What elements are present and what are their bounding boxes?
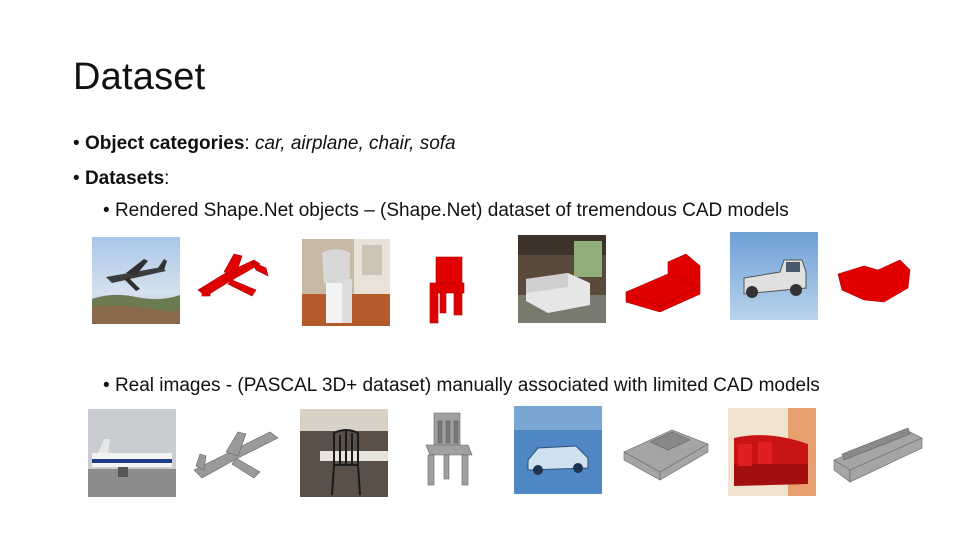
slide-title: Dataset [73, 56, 206, 98]
chair-photo [300, 409, 388, 497]
sofa-photo [728, 408, 816, 496]
bullet-marker: • [73, 168, 80, 189]
car-photo [730, 232, 818, 320]
sofa-voxel-gray [832, 424, 924, 486]
chair-voxel-red [426, 255, 468, 325]
sub-bullet-text: Rendered Shape.Net objects – (Shape.Net)… [114, 200, 789, 221]
bullet-label: Object categories [84, 133, 245, 154]
sofa-voxel-red [624, 252, 702, 312]
airplane-voxel-red [194, 250, 272, 300]
bullet-colon: : [244, 133, 250, 154]
bullet-colon: : [164, 168, 170, 189]
bullet-object-categories: • Object categories: car, airplane, chai… [73, 132, 456, 156]
chair-photo [302, 239, 390, 326]
airplane-photo [92, 237, 180, 324]
bullet-datasets: • Datasets: [73, 167, 169, 191]
sofa-photo [518, 235, 606, 323]
bullet-value: car, airplane, chair, sofa [254, 133, 456, 154]
car-voxel-red [834, 256, 912, 306]
sub-bullet-rendered: • Rendered Shape.Net objects – (Shape.Ne… [103, 199, 789, 223]
sub-bullet-text: Real images - (PASCAL 3D+ dataset) manua… [114, 375, 820, 396]
airplane-voxel-gray [190, 418, 282, 484]
bullet-marker: • [103, 200, 110, 221]
car-photo [514, 406, 602, 494]
car-voxel-gray [620, 420, 712, 482]
chair-voxel-gray [418, 411, 476, 487]
bullet-label: Datasets [84, 168, 165, 189]
airplane-photo [88, 409, 176, 497]
bullet-marker: • [73, 133, 80, 154]
bullet-marker: • [103, 375, 110, 396]
sub-bullet-real: • Real images - (PASCAL 3D+ dataset) man… [103, 374, 820, 398]
